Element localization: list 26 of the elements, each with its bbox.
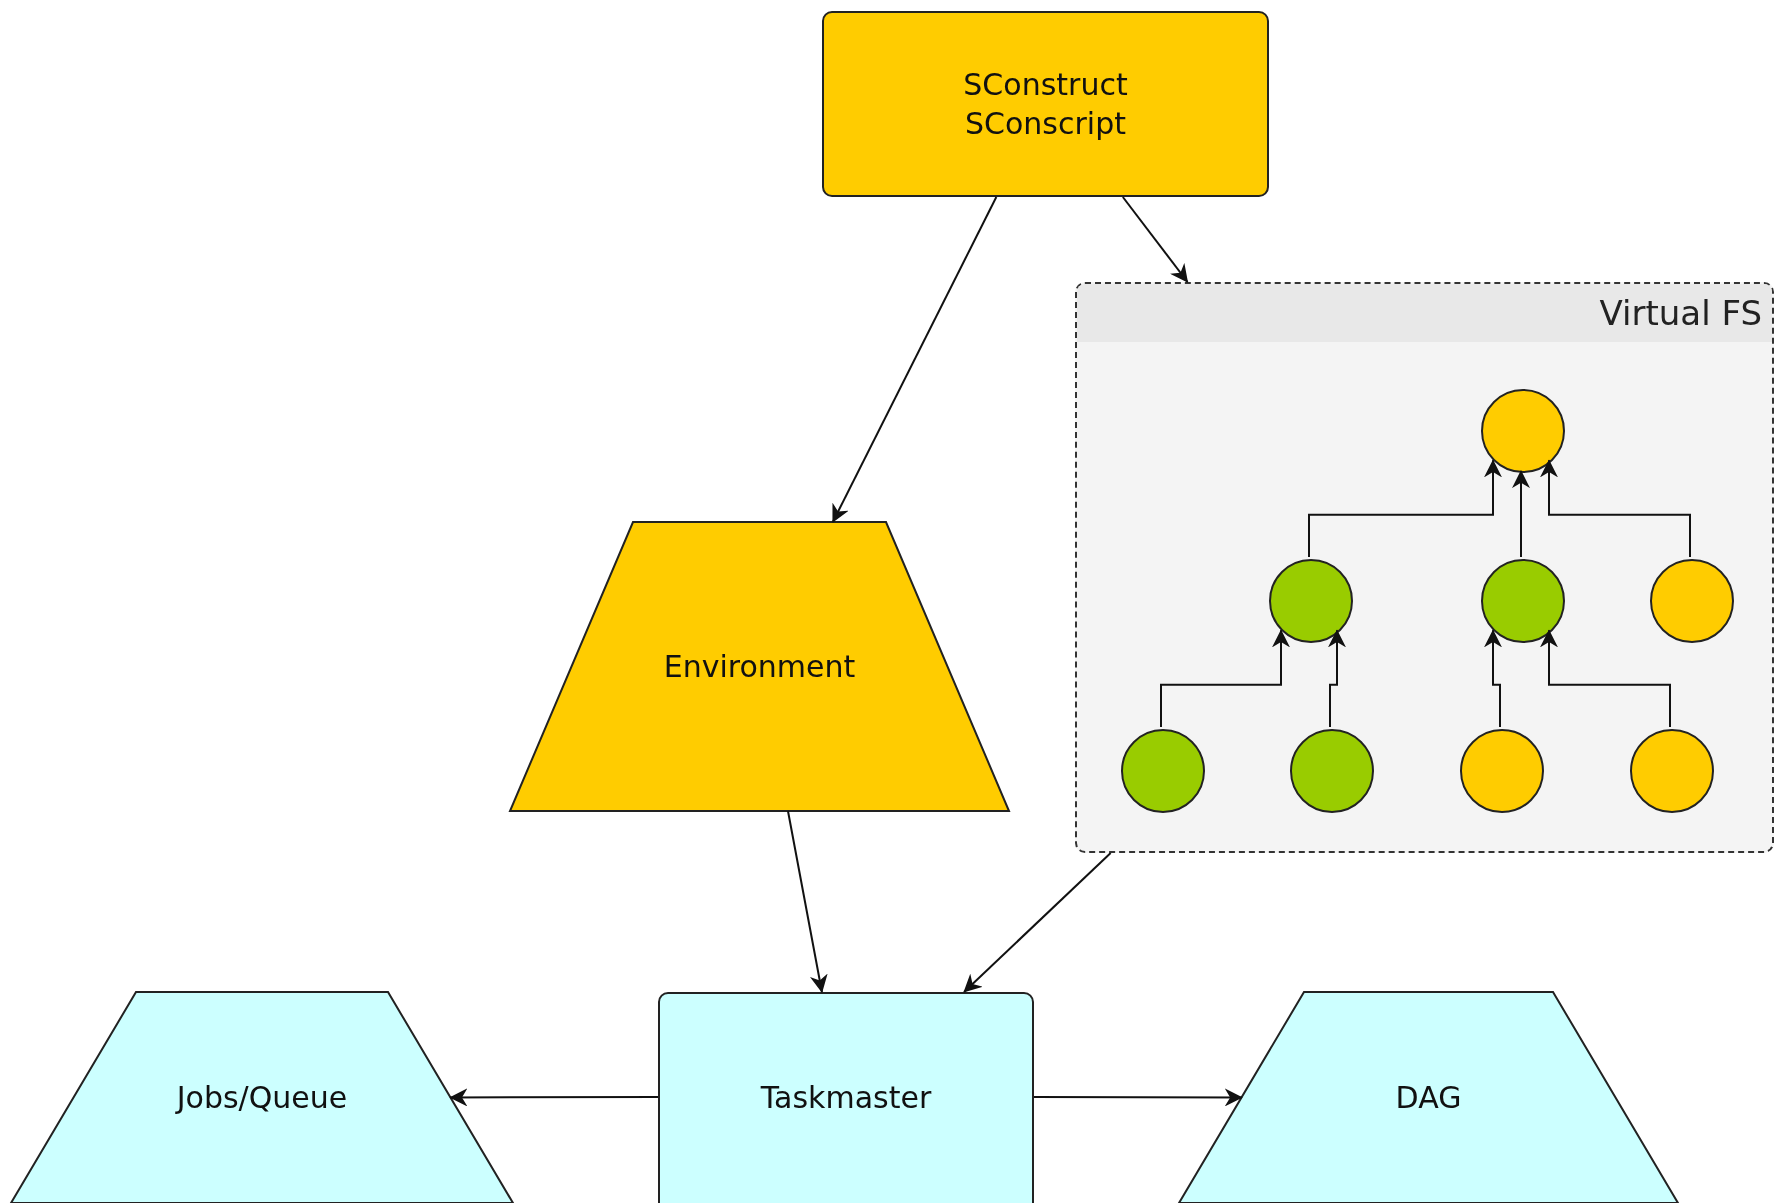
arrow (1308, 459, 1502, 558)
arrow (1328, 629, 1346, 728)
arrow (1512, 470, 1530, 558)
node-label: SConscript (965, 105, 1126, 143)
node-label: Environment (663, 648, 856, 686)
trapezoid-node (510, 522, 1009, 811)
dashed-group (1075, 282, 1774, 853)
node-label: Jobs/Queue (176, 1079, 348, 1117)
arrow (1484, 629, 1502, 728)
arrow (1033, 1088, 1243, 1107)
arrow (831, 196, 998, 523)
arrow (449, 1088, 659, 1107)
arrow (786, 810, 828, 993)
arrow (1540, 459, 1691, 558)
trapezoid-node (11, 992, 513, 1203)
node-label: SConstruct (963, 66, 1128, 104)
process-box (822, 11, 1269, 197)
trapezoid-node (1179, 992, 1678, 1203)
node-label: DAG (1395, 1079, 1462, 1117)
arrow (963, 852, 1112, 993)
arrow (1121, 196, 1189, 283)
process-box (658, 992, 1034, 1203)
arrow (1160, 629, 1290, 728)
node-label: Taskmaster (760, 1079, 932, 1117)
group-title: Virtual FS (1599, 293, 1762, 333)
arrow (1540, 629, 1671, 728)
